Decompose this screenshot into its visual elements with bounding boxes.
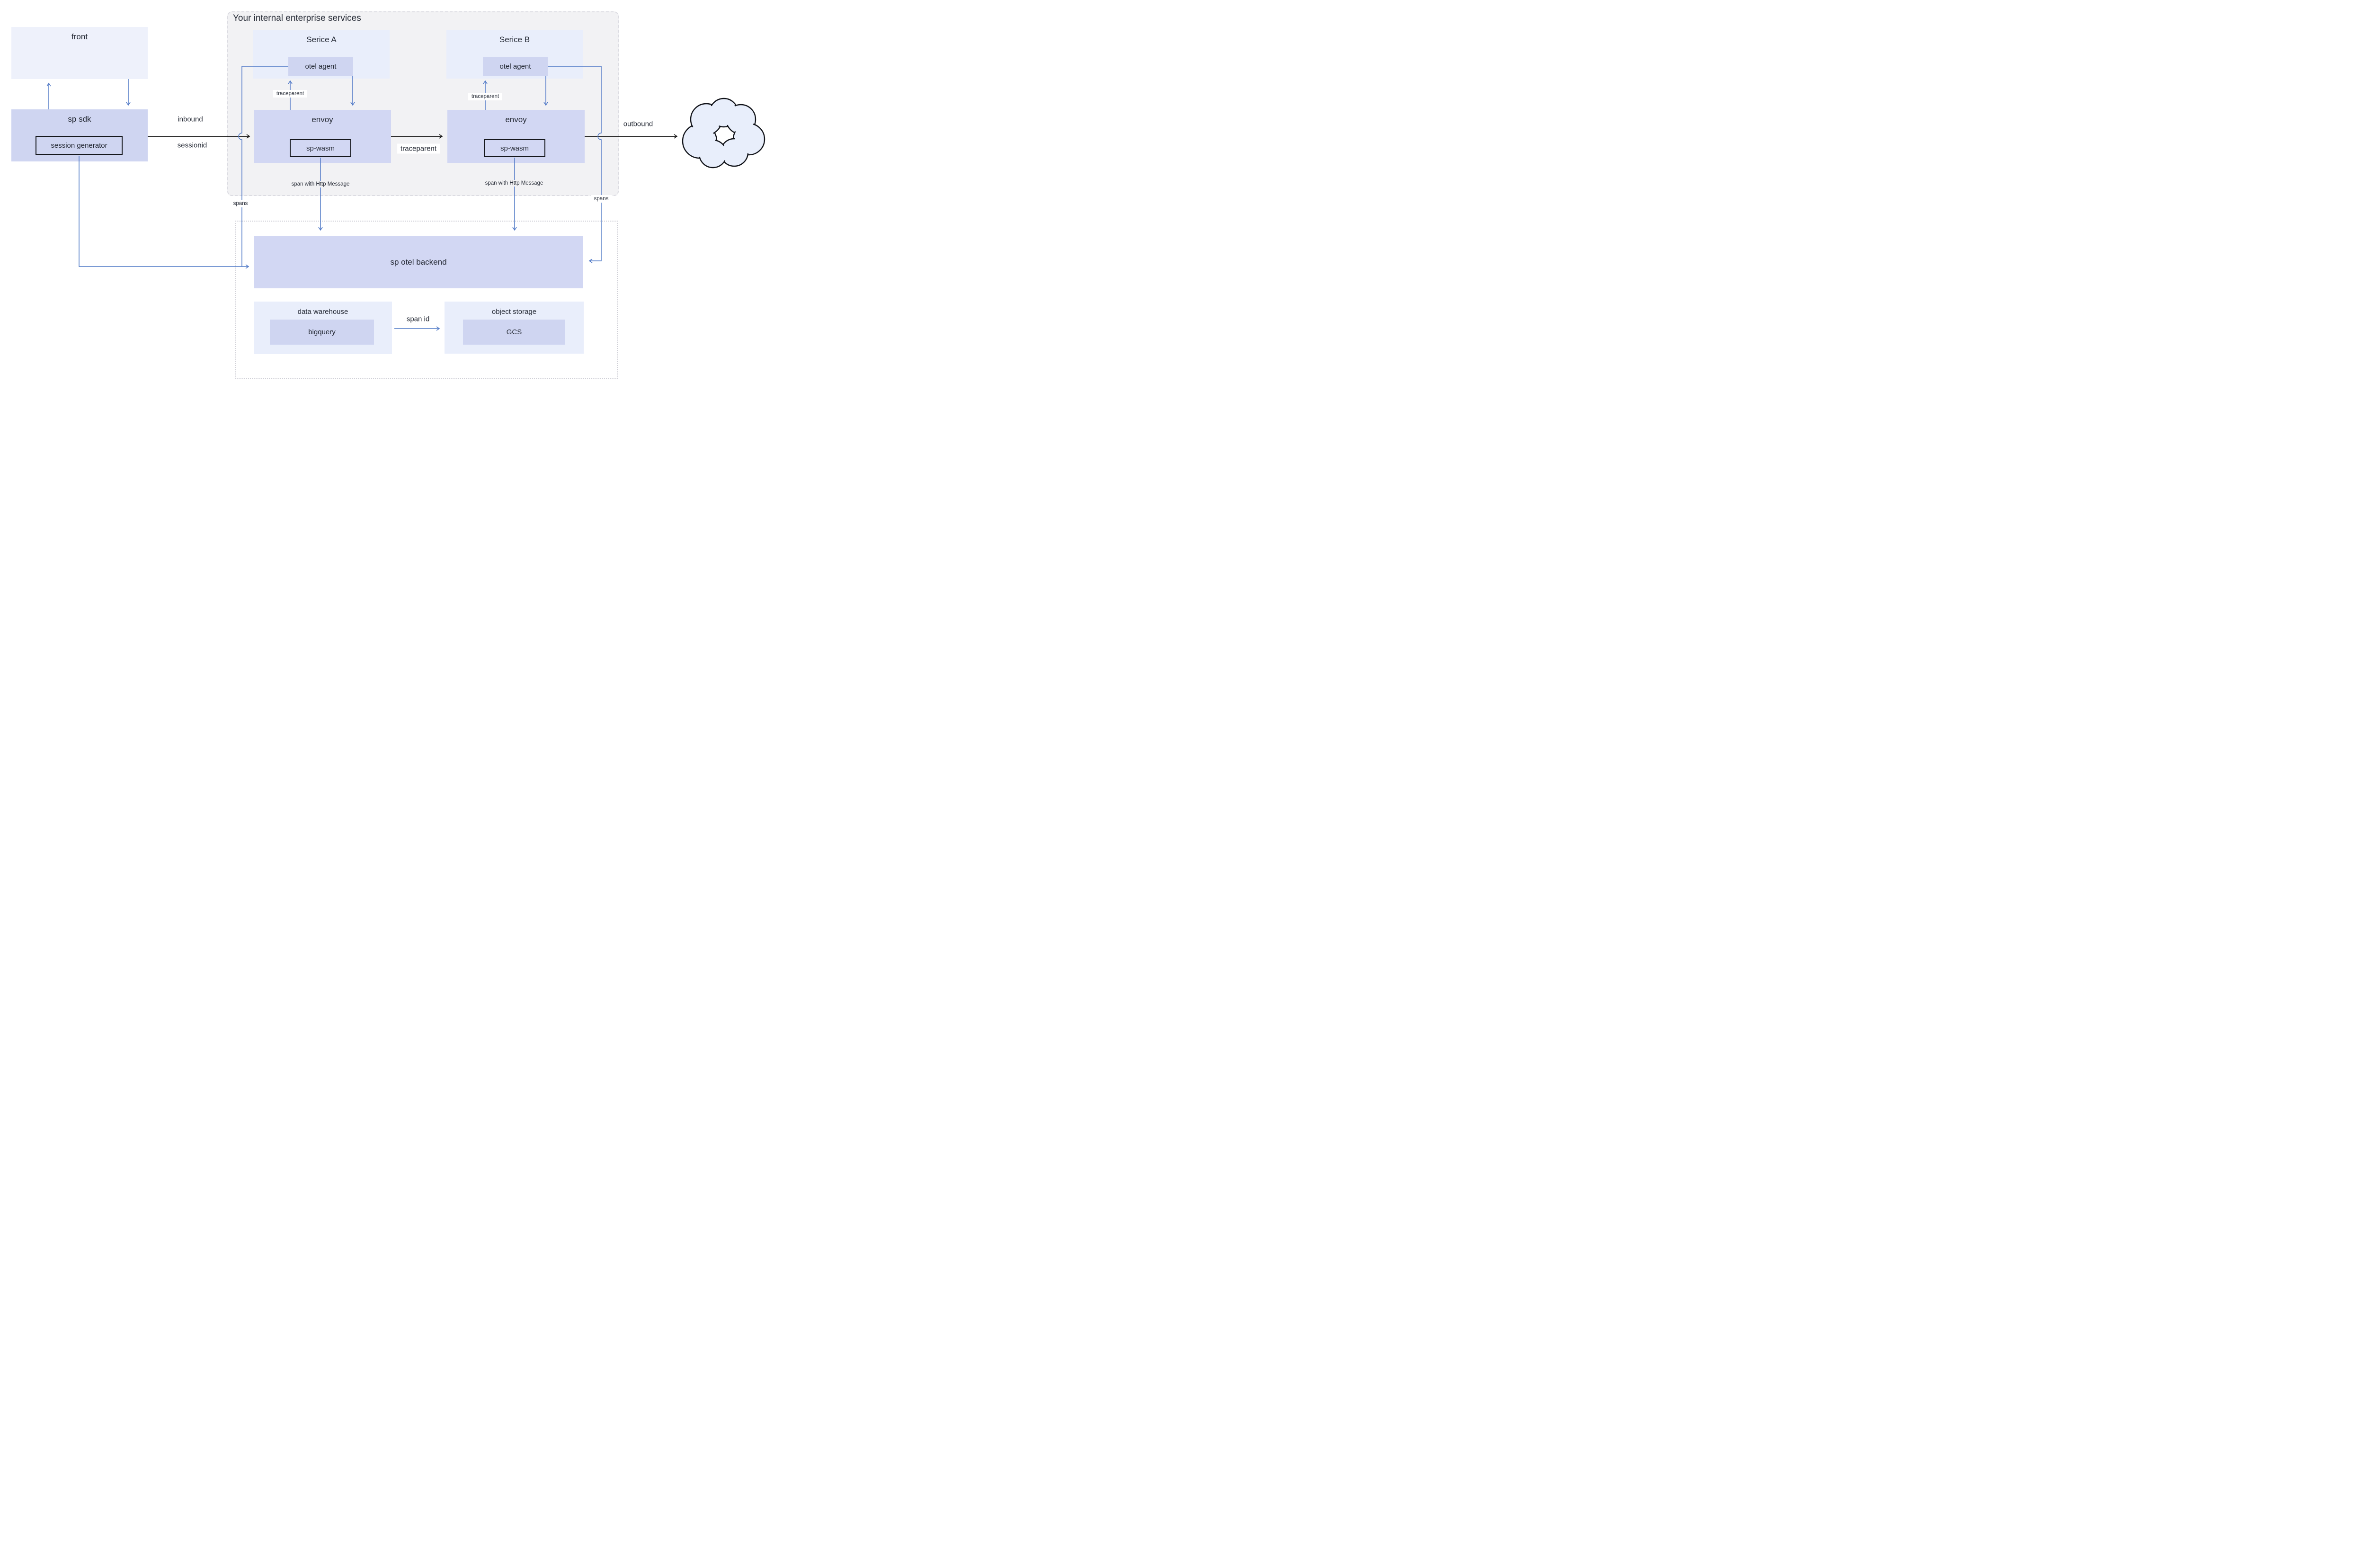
backend-region-dotted-border [235, 221, 618, 379]
traceparent-main-label: traceparent [397, 143, 440, 154]
outbound-label: outbound [623, 120, 653, 128]
sp-otel-backend-box: sp otel backend [254, 236, 583, 288]
arrow-session-generator-to-backend [79, 156, 249, 269]
sessionid-label: sessionid [177, 141, 207, 150]
service-a-title: Serice A [306, 35, 337, 44]
session-generator-box: session generator [36, 136, 123, 155]
envoy-a-label: envoy [311, 115, 333, 124]
front-box: front [11, 27, 148, 79]
data-warehouse-title: data warehouse [297, 308, 348, 316]
sp-wasm-a-box: sp-wasm [290, 139, 351, 157]
sp-sdk-label: sp sdk [68, 115, 91, 124]
cloud-icon [682, 98, 765, 169]
spans-right-label: spans [590, 195, 612, 203]
spans-left-label: spans [230, 200, 251, 207]
span-id-label: span id [403, 314, 433, 324]
sp-wasm-b-box: sp-wasm [484, 139, 545, 157]
gcs-box: GCS [463, 320, 565, 345]
object-storage-title: object storage [491, 308, 537, 316]
enterprise-services-title: Your internal enterprise services [233, 13, 361, 23]
inbound-label: inbound [178, 115, 203, 124]
otel-agent-b-box: otel agent [483, 57, 548, 76]
architecture-diagram: Your internal enterprise services front … [0, 0, 773, 392]
traceparent-a-label: traceparent [273, 90, 308, 98]
span-http-a-label: span with Http Message [289, 181, 352, 187]
bigquery-box: bigquery [270, 320, 374, 345]
envoy-b-label: envoy [505, 115, 527, 124]
sp-sdk-box: sp sdk [11, 109, 148, 161]
service-b-title: Serice B [499, 35, 530, 44]
traceparent-b-label: traceparent [468, 93, 503, 100]
otel-agent-a-box: otel agent [288, 57, 353, 76]
span-http-b-label: span with Http Message [482, 180, 546, 187]
front-label: front [71, 32, 88, 41]
